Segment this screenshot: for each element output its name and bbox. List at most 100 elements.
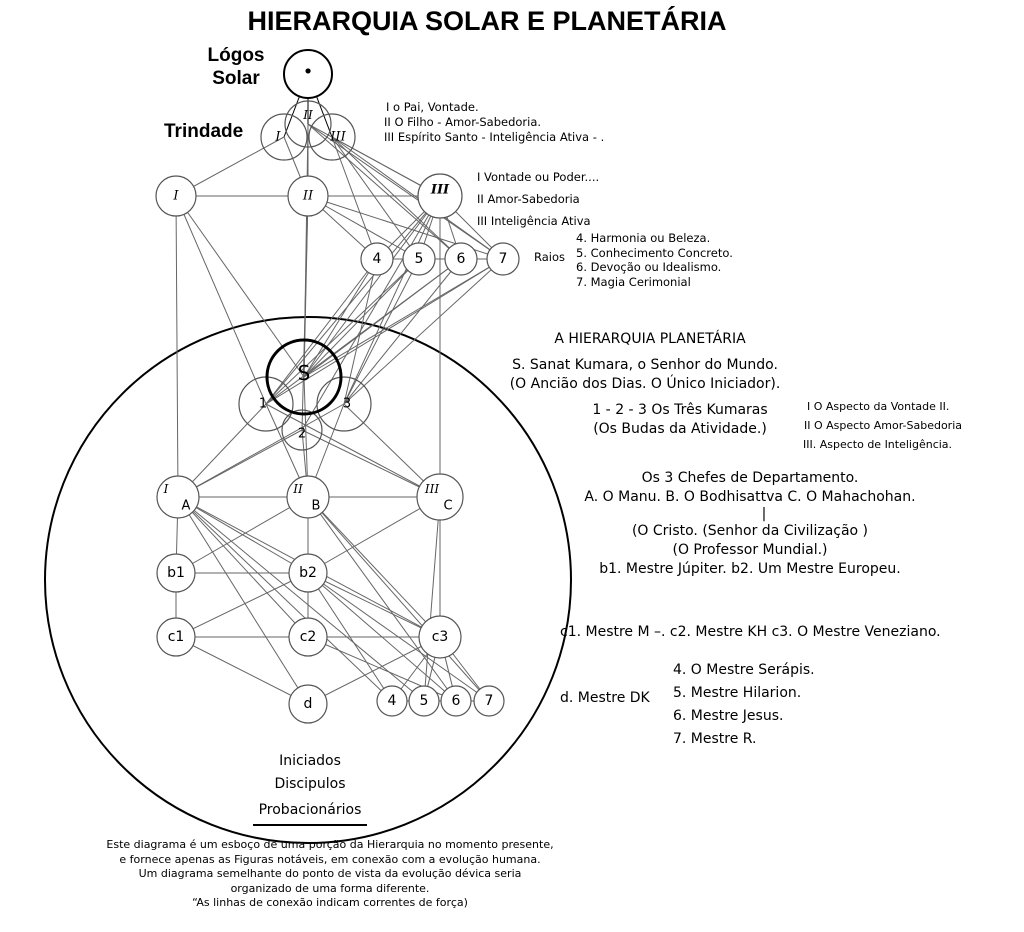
aspects-text-line: III Inteligência Ativa: [477, 214, 591, 228]
planetary-circle: [44, 316, 572, 844]
aspect-node-2: II: [287, 175, 329, 217]
trinity-node-3-circle: [308, 113, 356, 161]
connection-line: [175, 496, 309, 574]
connection-line: [343, 258, 504, 405]
kumara-node-2-label: 2: [298, 427, 306, 442]
connection-line: [307, 496, 490, 702]
rays-text-line: 4. Harmonia ou Beleza.: [576, 231, 711, 245]
master-node-b1-circle: [156, 553, 196, 593]
connection-line: [175, 195, 305, 378]
connection-line: [307, 572, 441, 638]
connection-line: [177, 496, 309, 638]
chief-letter-label: B: [312, 499, 321, 514]
ray-top-node-5: 5: [402, 242, 436, 276]
chief-node-b-circle: [286, 475, 330, 519]
masters-rays-line: 6. Mestre Jesus.: [673, 708, 784, 724]
chief-roman-label: I: [163, 482, 169, 496]
connection-line: [175, 636, 309, 705]
chief-node-b: [286, 475, 330, 519]
masters-rays-line: 5. Mestre Hilarion.: [673, 685, 802, 701]
master-node-b1-label: b1: [167, 565, 185, 581]
circle-levels: Iniciados Discipulos Probacionários: [240, 750, 380, 822]
connection-line: [265, 258, 462, 405]
trinity-node-3-label: III: [329, 130, 346, 145]
trinity-text-line: III Espírito Santo - Inteligência Ativa …: [384, 130, 605, 144]
ray-top-node-4: 4: [360, 242, 394, 276]
connection-line: [177, 496, 425, 702]
planetary-title: A HIERARQUIA PLANETÁRIA: [554, 331, 746, 347]
connection-line: [265, 258, 378, 405]
chief-node-a: [156, 475, 200, 519]
masters-c-text: c1. Mestre M –. c2. Mestre KH c3. O Mest…: [560, 624, 941, 640]
chiefs-text-line: b1. Mestre Júpiter. b2. Um Mestre Europe…: [599, 561, 901, 577]
kumara-aspects-line: II O Aspecto Amor-Sabedoria: [804, 419, 962, 432]
masters-rays-line: 4. O Mestre Serápis.: [673, 662, 815, 678]
masters-rays-line: 7. Mestre R.: [673, 731, 757, 747]
chiefs-text-line: Os 3 Chefes de Departamento.: [641, 470, 859, 486]
ray-bottom-node-5-label: 5: [420, 693, 429, 709]
master-node-c2: c2: [288, 617, 328, 657]
trinity-node-3: III: [308, 113, 356, 161]
connection-line: [343, 195, 441, 405]
footer-line: Este diagrama é um esboço de uma porção …: [106, 838, 554, 851]
master-node-c1: c1: [156, 617, 196, 657]
connection-line: [265, 403, 441, 498]
trinity-text-line: II O Filho - Amor-Sabedoria.: [384, 115, 542, 129]
footer-line: e fornece apenas as Figuras notáveis, em…: [119, 852, 541, 866]
aspects-text-line: I Vontade ou Poder....: [477, 170, 600, 184]
connection-line: [175, 572, 309, 638]
footer-note: Este diagrama é um esboço de uma porção …: [80, 838, 580, 911]
connection-line: [265, 195, 441, 405]
ray-top-node-7: 7: [486, 242, 520, 276]
level-initiates: Iniciados: [279, 753, 341, 769]
chief-roman-label: III: [424, 482, 439, 496]
ray-bottom-node-4-label: 4: [388, 693, 397, 709]
aspect-node-1-circle: [155, 175, 197, 217]
aspect-node-2-circle: [287, 175, 329, 217]
aspect-node-1: I: [155, 175, 197, 217]
footer-line: Um diagrama semelhante do ponto de vista…: [138, 867, 522, 880]
connection-line: [303, 258, 420, 378]
trinity-node-2-label: II: [302, 108, 313, 122]
chief-node-c-circle: [416, 473, 464, 521]
aspect-node-3-circle: [417, 173, 463, 219]
logos-label-line: Lógos: [207, 45, 265, 66]
kumara-node-2: 2: [281, 409, 323, 451]
sanat-node-label: S: [298, 361, 311, 385]
chief-letter-label: A: [182, 499, 191, 514]
connection-line: [307, 123, 462, 260]
kumara-node-3: 3: [316, 376, 372, 432]
logos-node-circle: [283, 49, 333, 99]
ray-bottom-node-4: 4: [376, 685, 408, 717]
trinity-node-2-circle: [284, 100, 332, 148]
ray-top-node-4-label: 4: [373, 251, 382, 267]
rays-text-line: 7. Magia Cerimonial: [576, 275, 691, 290]
kumara-node-1-label: 1: [259, 397, 267, 412]
connection-line: [265, 258, 504, 405]
master-node-b1: b1: [156, 553, 196, 593]
connection-line: [423, 496, 441, 702]
kumara-aspects-line: I O Aspecto da Vontade II.: [807, 400, 950, 413]
chiefs-text-line: A. O Manu. B. O Bodhisattva C. O Mahacho…: [584, 489, 916, 505]
footer-line: organizado de uma forma diferente.: [230, 881, 430, 895]
master-node-d-circle: [288, 684, 328, 724]
aspect-node-3: III: [417, 173, 463, 219]
kumara-aspects: I O Aspecto da Vontade II. II O Aspecto …: [803, 397, 962, 454]
rays-label: Raios: [534, 250, 566, 264]
levels-underline: [253, 824, 367, 826]
ray-bottom-node-6: 6: [440, 685, 472, 717]
sanat-text: S. Sanat Kumara, o Senhor do Mundo. (O A…: [490, 356, 800, 394]
aspects-text-line: II Amor-Sabedoria: [477, 192, 580, 206]
kumaras-text-line: (Os Budas da Atividade.): [593, 421, 767, 437]
rays-text-line: 6. Devoção ou Idealismo.: [576, 260, 722, 275]
master-node-c3-label: c3: [432, 629, 449, 645]
connection-line: [331, 136, 378, 260]
connection-line: [307, 496, 441, 638]
ray-top-node-6: 6: [444, 242, 478, 276]
connection-line: [307, 496, 457, 702]
connection-line: [177, 496, 309, 705]
ray-bottom-node-5-circle: [408, 685, 440, 717]
sanat-text-line: S. Sanat Kumara, o Senhor do Mundo.: [512, 357, 778, 373]
ray-top-node-4-circle: [360, 242, 394, 276]
connection-line: [307, 496, 441, 574]
